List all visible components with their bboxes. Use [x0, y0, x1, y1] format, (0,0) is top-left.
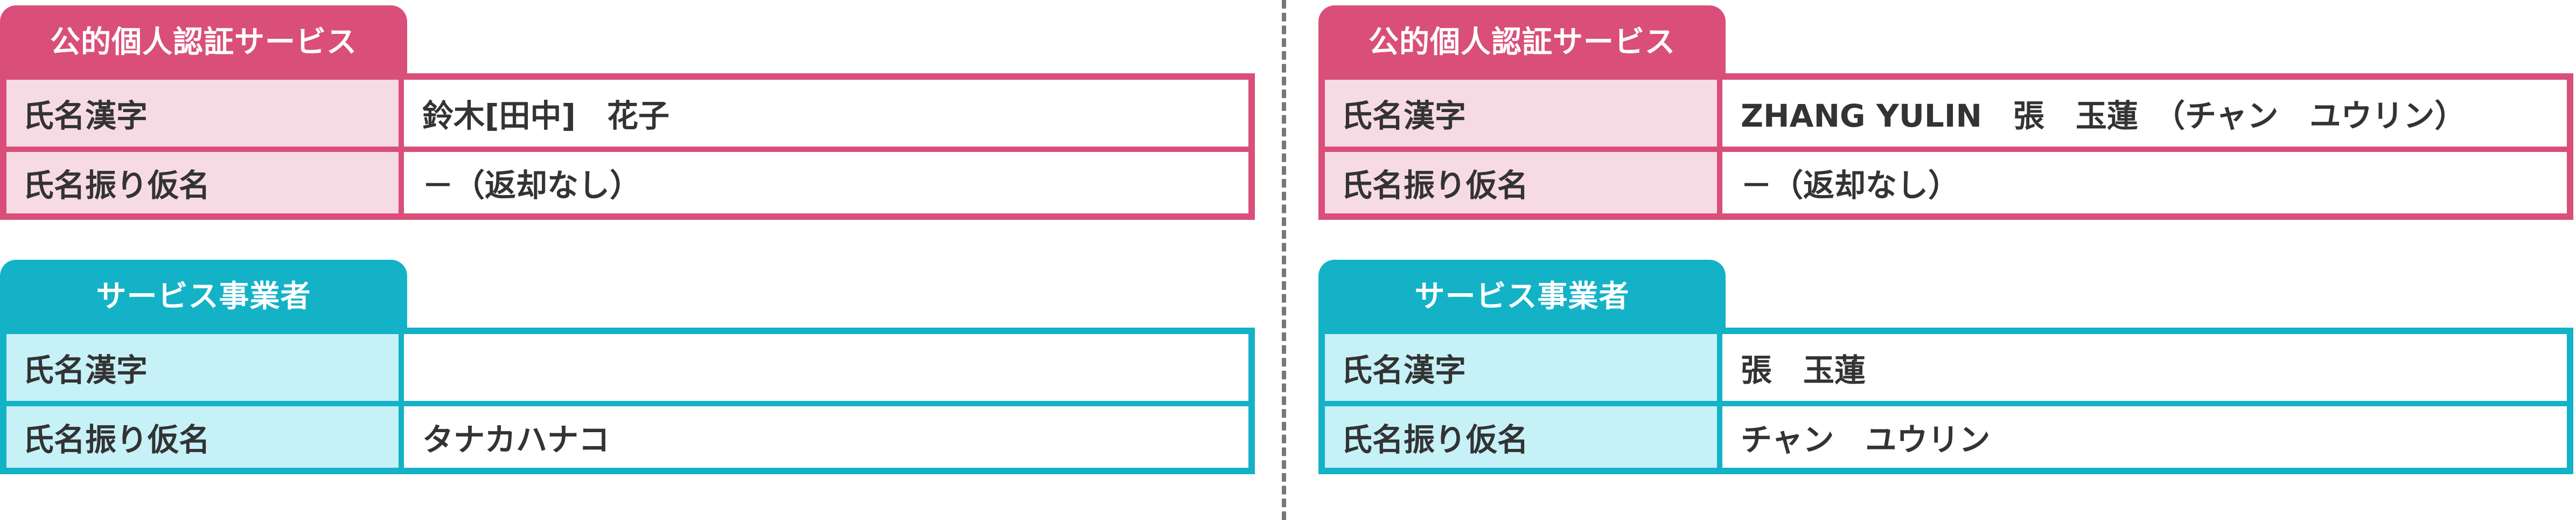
furigana-value: －（返却なし）	[1722, 152, 2567, 213]
table-row: 氏名振り仮名 チャン ユウリン	[1325, 401, 2567, 468]
table-row: 氏名振り仮名 タナカハナコ	[6, 401, 1248, 468]
kanji-name-value: ZHANG YULIN 張 玉蓮 （チャン ユウリン）	[1722, 80, 2567, 147]
furigana-value: チャン ユウリン	[1722, 406, 2567, 468]
jpki-table: 氏名漢字 ZHANG YULIN 張 玉蓮 （チャン ユウリン） 氏名振り仮名 …	[1318, 73, 2573, 220]
right-provider-panel: サービス事業者 氏名漢字 張 玉蓮 氏名振り仮名 チャン ユウリン	[1318, 260, 2573, 474]
left-provider-panel: サービス事業者 氏名漢字 氏名振り仮名 タナカハナコ	[0, 260, 1255, 474]
dashed-divider	[1282, 0, 1286, 520]
furigana-label: 氏名振り仮名	[1325, 152, 1722, 213]
furigana-label: 氏名振り仮名	[6, 406, 404, 468]
kanji-name-value	[404, 334, 1248, 401]
table-row: 氏名漢字 鈴木[田中] 花子	[6, 80, 1248, 147]
table-row: 氏名漢字 ZHANG YULIN 張 玉蓮 （チャン ユウリン）	[1325, 80, 2567, 147]
table-row: 氏名漢字	[6, 334, 1248, 401]
kanji-name-label: 氏名漢字	[6, 334, 404, 401]
kanji-name-value: 張 玉蓮	[1722, 334, 2567, 401]
kanji-name-label: 氏名漢字	[6, 80, 404, 147]
furigana-label: 氏名振り仮名	[6, 152, 404, 213]
provider-table: 氏名漢字 氏名振り仮名 タナカハナコ	[0, 328, 1255, 474]
furigana-value: タナカハナコ	[404, 406, 1248, 468]
right-jpki-panel: 公的個人認証サービス 氏名漢字 ZHANG YULIN 張 玉蓮 （チャン ユウ…	[1318, 5, 2573, 220]
kanji-name-value: 鈴木[田中] 花子	[404, 80, 1248, 147]
table-row: 氏名振り仮名 －（返却なし）	[6, 147, 1248, 213]
jpki-title-tab: 公的個人認証サービス	[1318, 5, 1726, 73]
table-row: 氏名漢字 張 玉蓮	[1325, 334, 2567, 401]
furigana-label: 氏名振り仮名	[1325, 406, 1722, 468]
kanji-name-label: 氏名漢字	[1325, 80, 1722, 147]
table-row: 氏名振り仮名 －（返却なし）	[1325, 147, 2567, 213]
provider-table: 氏名漢字 張 玉蓮 氏名振り仮名 チャン ユウリン	[1318, 328, 2573, 474]
furigana-value: －（返却なし）	[404, 152, 1248, 213]
left-jpki-panel: 公的個人認証サービス 氏名漢字 鈴木[田中] 花子 氏名振り仮名 －（返却なし）	[0, 5, 1255, 220]
provider-title-tab: サービス事業者	[0, 260, 407, 328]
kanji-name-label: 氏名漢字	[1325, 334, 1722, 401]
jpki-table: 氏名漢字 鈴木[田中] 花子 氏名振り仮名 －（返却なし）	[0, 73, 1255, 220]
provider-title-tab: サービス事業者	[1318, 260, 1726, 328]
jpki-title-tab: 公的個人認証サービス	[0, 5, 407, 73]
